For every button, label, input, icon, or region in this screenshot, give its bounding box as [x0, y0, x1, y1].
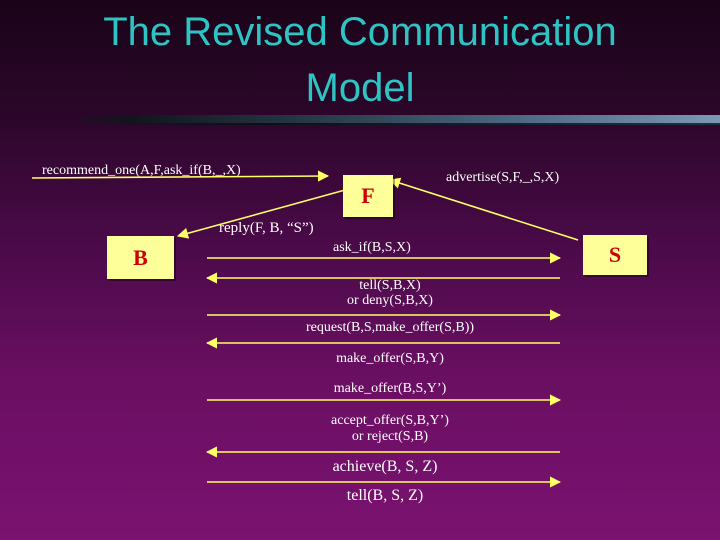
label-make-offer-sb: make_offer(S,B,Y): [336, 351, 444, 366]
label-tell-line-2: or deny(S,B,X): [347, 293, 433, 308]
slide-title: The Revised Communication Model: [0, 4, 720, 116]
label-accept-line-1: accept_offer(S,B,Y’): [331, 413, 449, 428]
label-tell-line-1: tell(S,B,X): [359, 278, 421, 293]
arrow-advertise: [388, 177, 579, 241]
label-recommend: recommend_one(A,F,ask_if(B,_,X): [42, 163, 241, 178]
label-reply: reply(F, B, “S”): [219, 220, 314, 236]
label-advertise: advertise(S,F,_,S,X): [446, 170, 560, 185]
arrow-reply: [176, 189, 346, 239]
label-make-offer-bs: make_offer(B,S,Y’): [333, 381, 447, 396]
label-accept-line-2: or reject(S,B): [351, 429, 429, 444]
label-request: request(B,S,make_offer(S,B)): [305, 320, 475, 335]
agent-f-box: F: [343, 175, 393, 217]
agent-b-label: B: [133, 245, 148, 270]
label-ask-if: ask_if(B,S,X): [333, 240, 411, 255]
title-divider-shadow: [70, 123, 720, 125]
label-achieve: achieve(B, S, Z): [332, 458, 438, 475]
title-divider: [70, 115, 720, 123]
agent-f-label: F: [361, 183, 375, 208]
arrow-recommend: [31, 170, 330, 182]
agent-s-label: S: [608, 242, 622, 267]
agent-b-box: B: [107, 236, 174, 279]
agent-s-box: S: [583, 235, 647, 275]
title-line-2: Model: [305, 66, 415, 110]
title-line-1: The Revised Communication: [103, 10, 617, 54]
label-tell-final: tell(B, S, Z): [346, 487, 424, 504]
